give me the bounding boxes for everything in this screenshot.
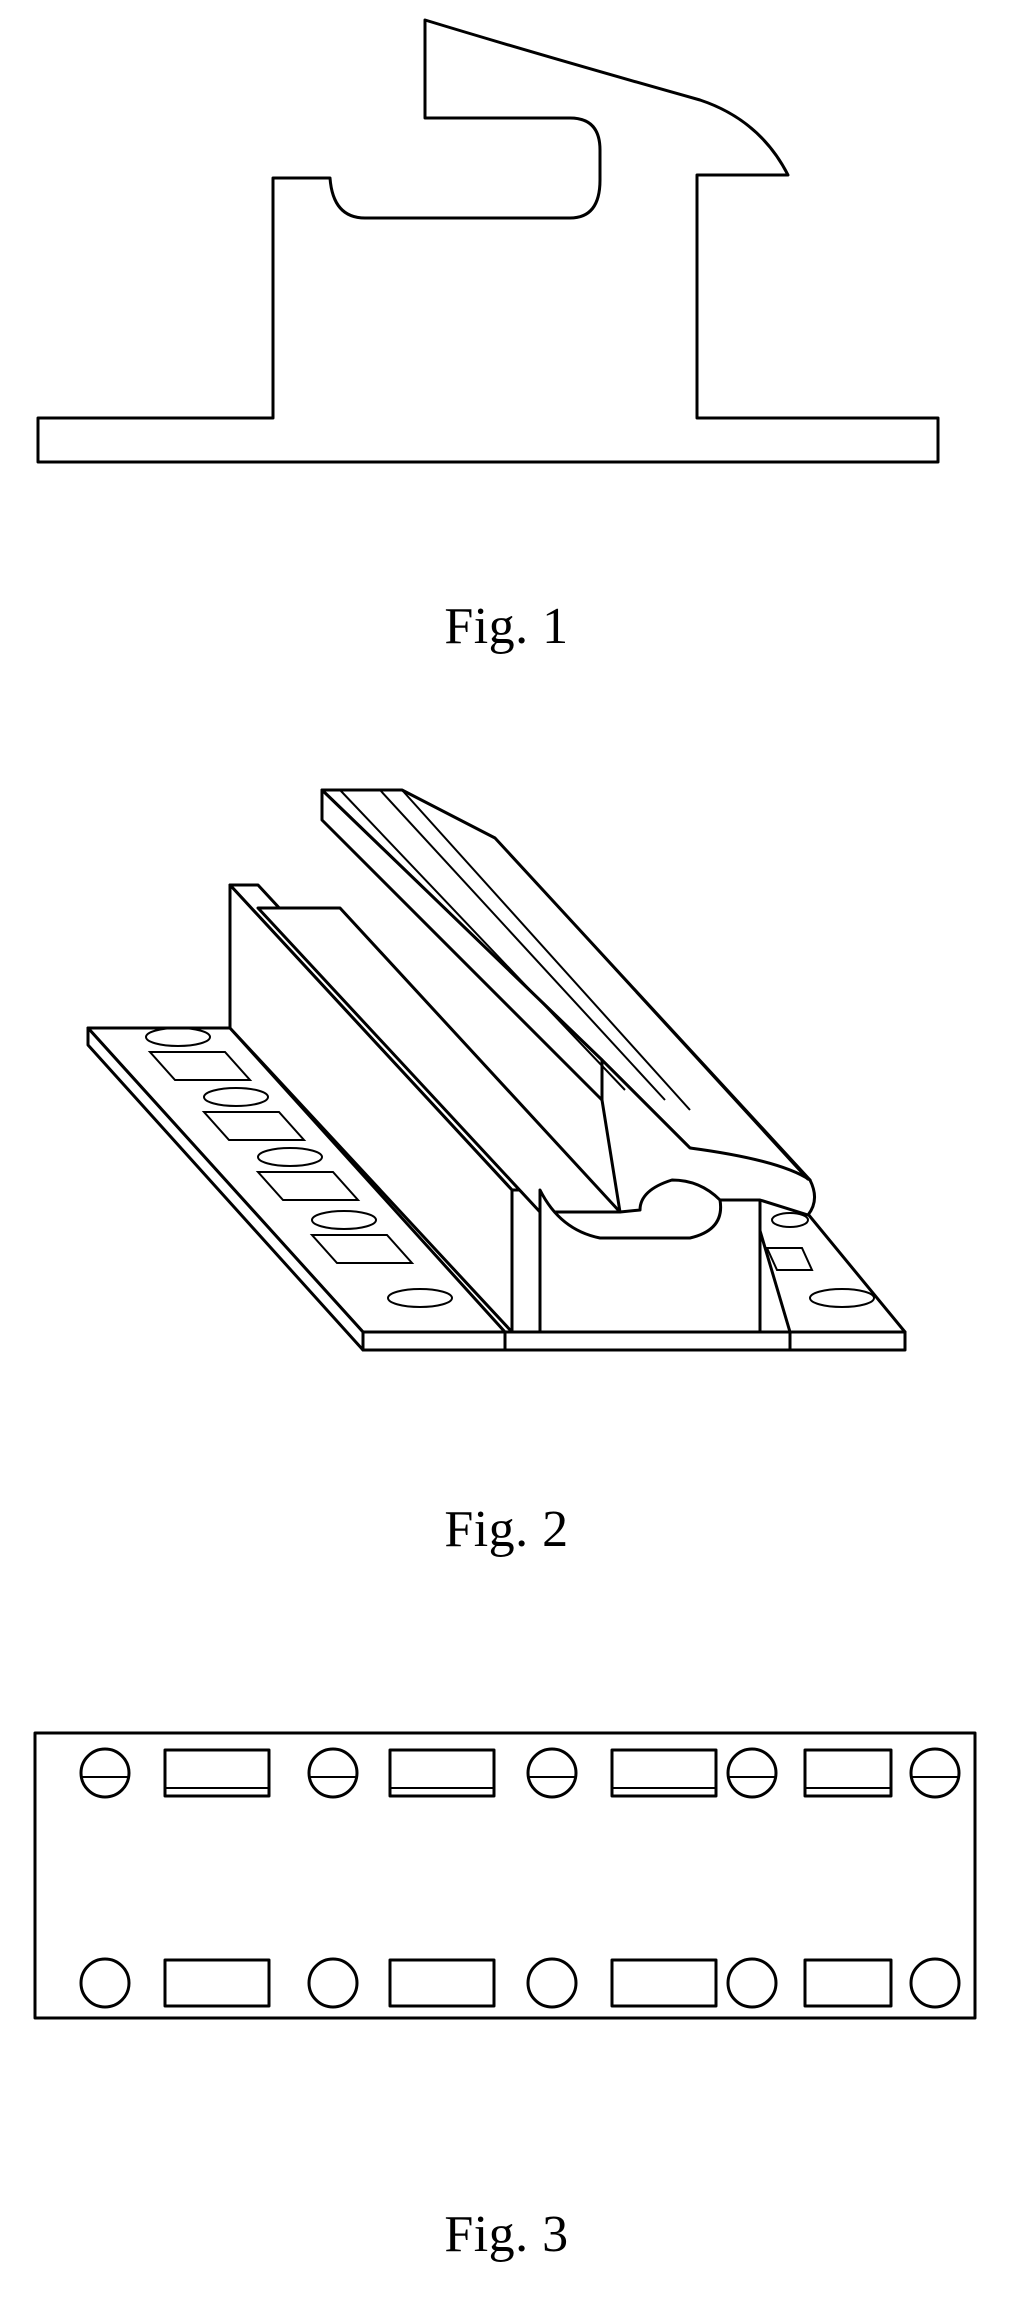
mounting-hole	[307, 1747, 359, 1799]
drainage-slot	[163, 1748, 271, 1798]
right-flange-front	[788, 1330, 907, 1352]
mounting-hole	[526, 1957, 578, 2009]
cross-section-drawing	[36, 18, 940, 464]
profile-outline	[36, 18, 940, 464]
plan-drawing	[33, 1731, 977, 2020]
base-front	[503, 1330, 792, 1352]
plate-outline	[33, 1731, 977, 2020]
drainage-slot	[610, 1958, 718, 2008]
mounting-hole	[79, 1957, 131, 2009]
mounting-hole	[909, 1957, 961, 2009]
drainage-slot	[388, 1958, 496, 2008]
rail-head-grooves	[339, 789, 809, 1181]
drainage-slot	[610, 1748, 718, 1798]
left-flange-openings	[145, 1027, 453, 1308]
figure-3-plan	[0, 1710, 1013, 2040]
figure-3-caption: Fig. 3	[444, 2206, 569, 2263]
drainage-slot	[803, 1958, 893, 2008]
mounting-hole	[79, 1747, 131, 1799]
figure-1-cross-section	[0, 0, 1013, 500]
figure-1-caption: Fig. 1	[444, 598, 569, 655]
plate-openings	[79, 1747, 961, 2009]
left-flange-front	[361, 1330, 507, 1352]
figure-2-caption: Fig. 2	[444, 1501, 569, 1558]
isometric-drawing	[86, 788, 907, 1352]
right-wall-front	[538, 1188, 762, 1334]
figure-2-isometric	[0, 760, 1013, 1380]
mounting-hole	[526, 1747, 578, 1799]
mounting-hole	[307, 1957, 359, 2009]
rail-head-front	[600, 1058, 816, 1217]
right-flange-openings	[765, 1212, 875, 1308]
drainage-slot	[163, 1958, 271, 2008]
drainage-slot	[388, 1748, 496, 1798]
mounting-hole	[909, 1747, 961, 1799]
mounting-hole	[726, 1747, 778, 1799]
left-flange-side	[86, 1026, 365, 1352]
left-wall-front	[510, 1188, 542, 1334]
drainage-slot	[803, 1748, 893, 1798]
mounting-hole	[726, 1957, 778, 2009]
